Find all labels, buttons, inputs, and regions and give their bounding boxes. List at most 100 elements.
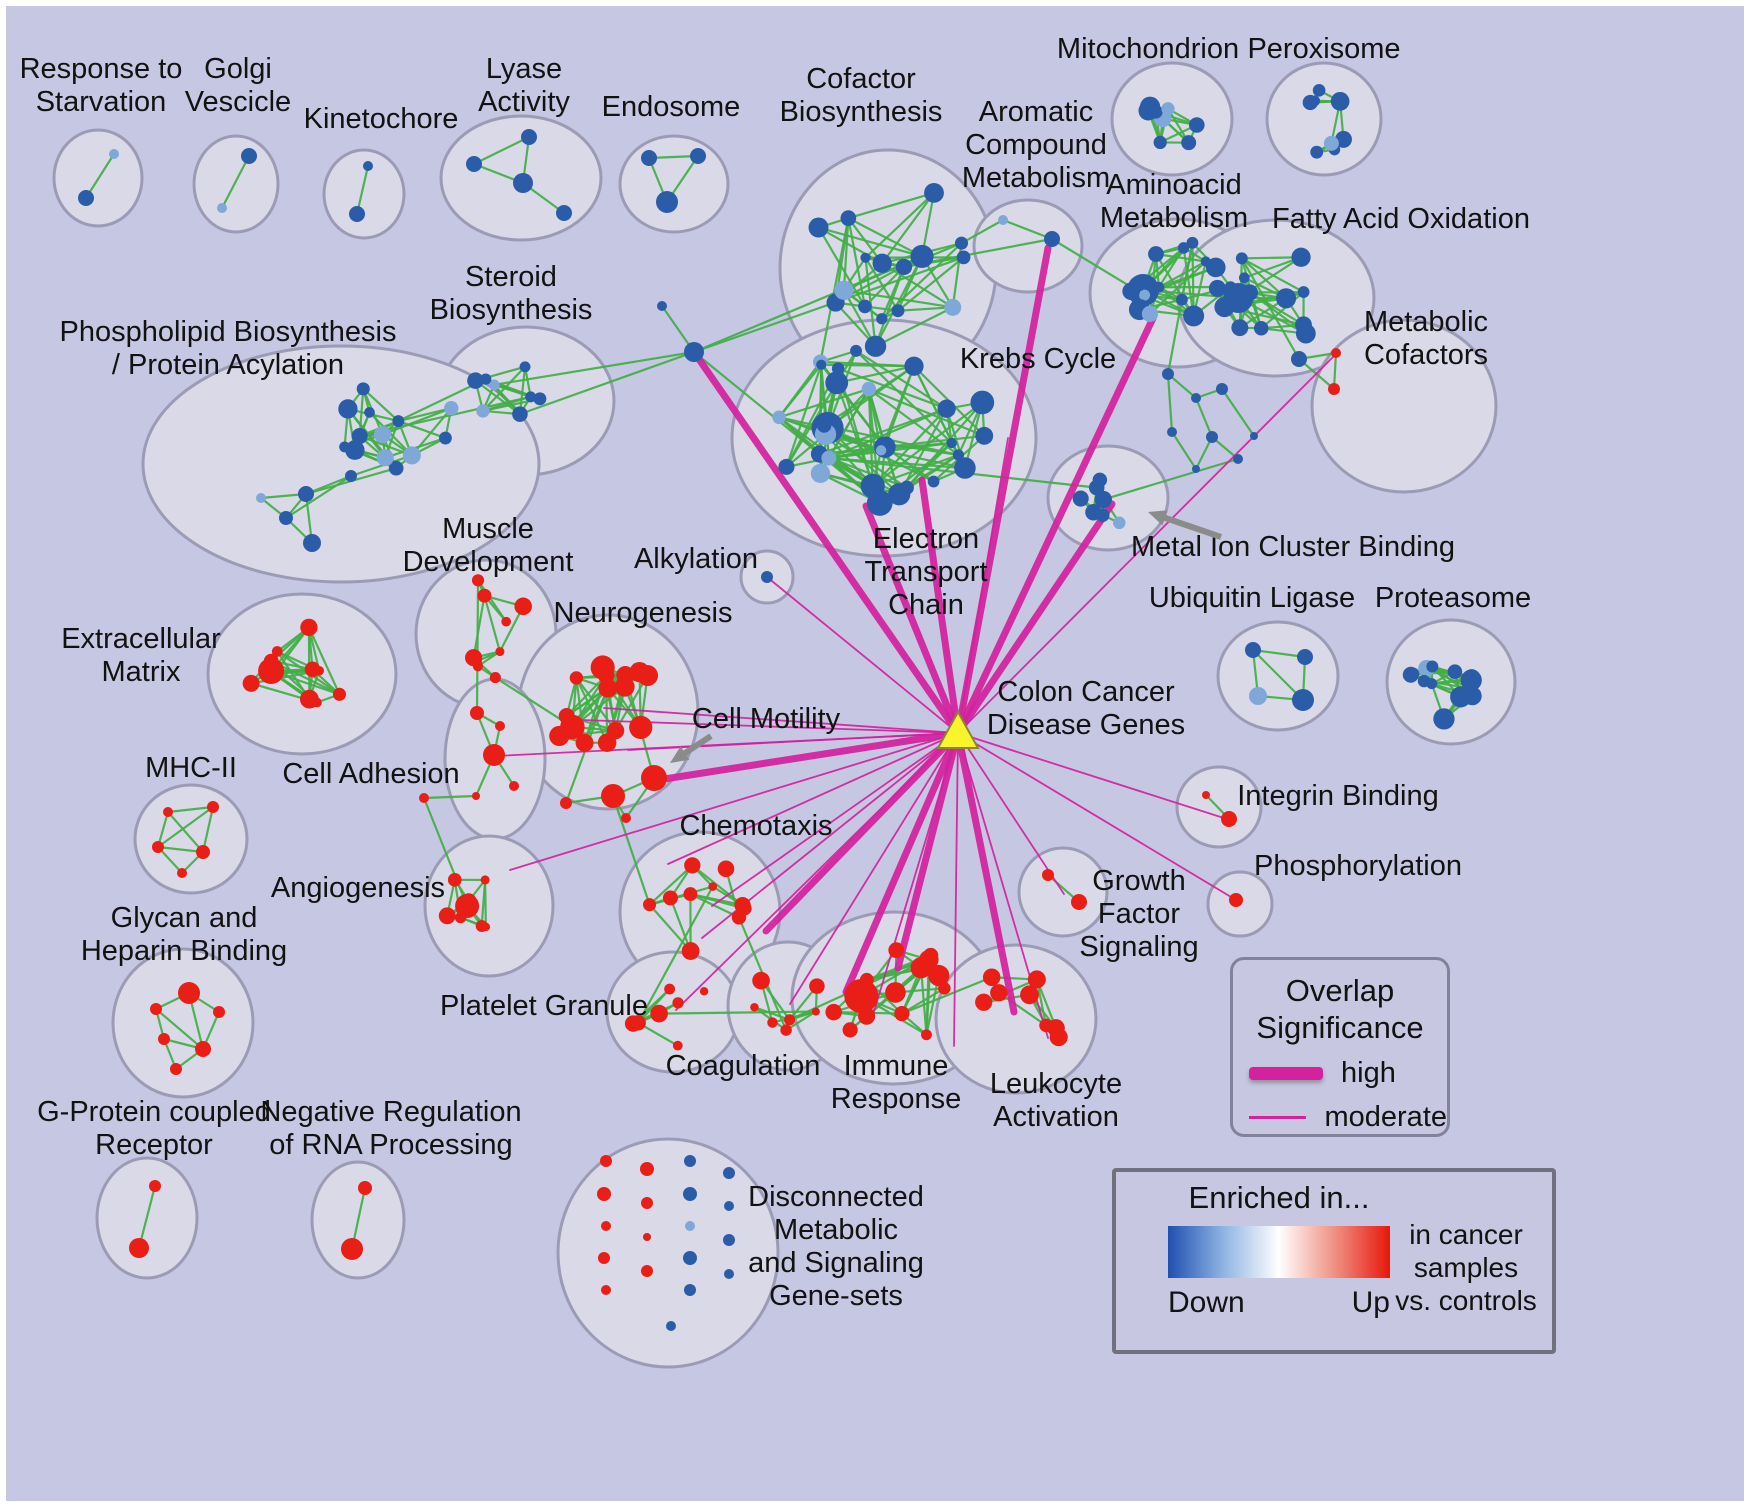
gene-set-node [866, 490, 893, 516]
gene-set-node [840, 210, 857, 227]
label-platelet-granule: Platelet Granule [440, 990, 648, 1022]
gene-set-node [723, 1167, 735, 1179]
gene-set-node [1402, 666, 1419, 683]
edge-green [1171, 431, 1197, 470]
gene-set-node [641, 150, 657, 166]
gene-set-node [1153, 281, 1165, 293]
edge-green [785, 350, 857, 468]
gene-set-node [217, 203, 227, 213]
gene-set-node [683, 1187, 697, 1201]
gene-set-node [195, 1041, 211, 1057]
gene-set-node [864, 335, 887, 357]
gene-set-node [480, 875, 490, 885]
gene-set-node [1206, 431, 1218, 443]
edge-green [398, 407, 452, 423]
gene-set-node [1202, 791, 1210, 799]
legend-overlap-title: Overlap Significance [1233, 960, 1447, 1046]
edge-green [518, 366, 527, 415]
gene-set-node [708, 882, 718, 891]
gene-set-node [263, 653, 279, 669]
gene-set-node [772, 410, 786, 425]
gene-set-node [1297, 649, 1313, 665]
edge-green [648, 154, 699, 160]
edge-green [1191, 242, 1195, 316]
label-angiogenesis: Angiogenesis [271, 872, 445, 904]
gene-set-node [629, 715, 653, 739]
gene-set-node [938, 982, 951, 995]
gene-set-node [921, 1029, 932, 1041]
gene-set-node [1192, 465, 1200, 473]
edge-significance-moderate [711, 732, 959, 907]
label-krebs-cycle: Krebs Cycle [960, 343, 1116, 375]
edge-green [818, 226, 923, 258]
gene-set-node [811, 1007, 820, 1016]
hub-group [936, 709, 980, 749]
edge-significance-moderate [957, 437, 1009, 734]
edge-green [137, 1185, 157, 1249]
gene-set-node [876, 313, 888, 325]
label-peroxisome: Peroxisome [1247, 33, 1400, 65]
gene-set-node [560, 797, 572, 809]
gene-set-node [373, 425, 392, 444]
gene-set-node [470, 706, 484, 720]
gene-set-node [1433, 708, 1455, 730]
gene-set-node [614, 676, 635, 697]
edge-green [1260, 291, 1305, 330]
edge-green [350, 454, 413, 478]
edge-significance-high [842, 729, 962, 996]
edge-green [785, 1010, 817, 1032]
gene-set-node [861, 381, 876, 397]
edge-green [1002, 218, 1053, 241]
gene-set-node [303, 534, 321, 552]
edge-green [897, 306, 953, 312]
gene-set-node [1291, 351, 1307, 367]
gene-set-node [1072, 490, 1089, 507]
edge-significance-moderate [766, 576, 959, 734]
gene-set-node [345, 440, 365, 460]
gene-set-node [1235, 252, 1248, 265]
gene-set-node [241, 148, 257, 164]
gene-set-node [376, 449, 394, 467]
edge-green [689, 893, 740, 919]
gene-set-node [1231, 319, 1249, 337]
edge-green [836, 365, 915, 384]
edge-green [848, 191, 935, 220]
gene-set-node [641, 1265, 653, 1277]
gene-set-node [465, 649, 483, 667]
gene-set-node [78, 190, 94, 206]
gene-set-node [364, 407, 375, 418]
gene-set-node [842, 1022, 858, 1038]
gene-set-node [454, 911, 467, 924]
edge-green [1155, 252, 1206, 263]
edge-significance-high [954, 244, 1052, 737]
edge-green [648, 864, 694, 906]
cluster-ellipse-mitochondrion [1110, 61, 1234, 177]
edge-significance-high [690, 348, 962, 737]
label-phospholipid: Phospholipid Biosynthesis/ Protein Acyla… [60, 316, 397, 381]
gene-set-node [471, 574, 485, 587]
cluster-ellipse-peroxisome [1265, 61, 1383, 177]
gene-set-node [556, 205, 572, 221]
gene-set-node [982, 968, 1001, 986]
label-phosphorylation: Phosphorylation [1254, 850, 1462, 882]
edge-green [1182, 247, 1195, 317]
gene-set-node [601, 784, 625, 808]
colon-cancer-hub-triangle [936, 709, 980, 749]
edge-green [778, 364, 823, 418]
gene-set-node [149, 1180, 161, 1192]
edge-green [1158, 260, 1207, 289]
gene-set-node [1153, 135, 1167, 150]
gene-set-node [834, 280, 854, 300]
gene-set-node [509, 781, 519, 791]
gene-set-node [358, 1181, 372, 1195]
label-coagulation: Coagulation [666, 1050, 821, 1082]
edge-significance-moderate [957, 353, 1337, 734]
